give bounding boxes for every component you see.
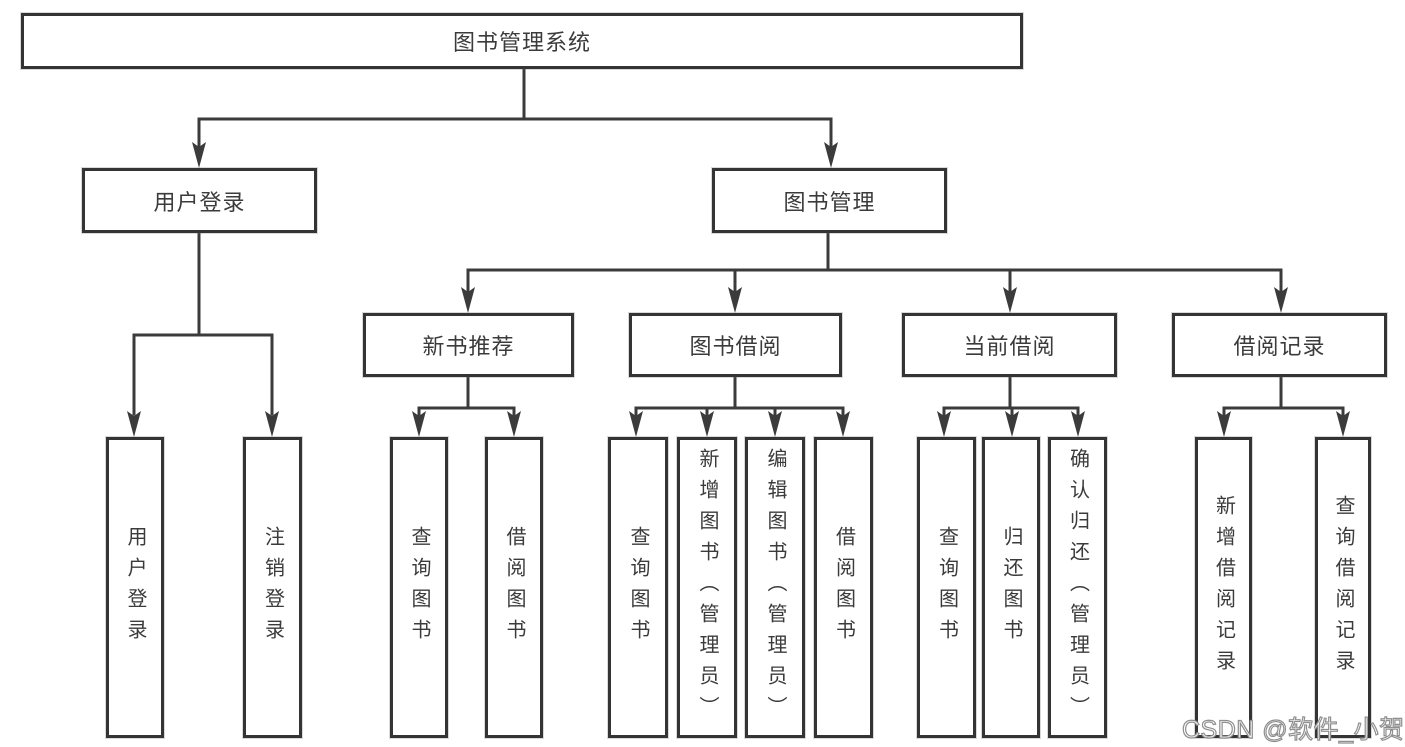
leaf-confirm-return-admin-label: 确认归还（管理员）: [1066, 448, 1089, 727]
leaf-logout-label: 注销登录: [261, 525, 284, 650]
leaf-add-borrow-record-label: 新增借阅记录: [1212, 494, 1235, 681]
node-user-login-label: 用户登录: [153, 189, 246, 215]
node-book-management-label: 图书管理: [783, 189, 876, 215]
leaf-borrow-books-recommend: 借阅图书: [485, 437, 543, 738]
leaf-borrow-books-borrowing-label: 借阅图书: [832, 525, 855, 650]
leaf-query-borrow-record-label: 查询借阅记录: [1332, 494, 1354, 681]
node-book-management: 图书管理: [712, 168, 947, 233]
node-borrowing-records-label: 借阅记录: [1233, 334, 1326, 359]
leaf-query-books-recommend-label: 查询图书: [408, 525, 430, 650]
leaf-edit-book-admin: 编辑图书（管理员）: [745, 437, 805, 738]
leaf-query-books-current-label: 查询图书: [935, 525, 958, 650]
leaf-borrow-books-borrowing: 借阅图书: [814, 437, 873, 738]
node-user-login: 用户登录: [82, 168, 317, 233]
leaf-user-login: 用户登录: [106, 437, 164, 738]
leaf-confirm-return-admin: 确认归还（管理员）: [1048, 437, 1107, 738]
node-root: 图书管理系统: [21, 13, 1023, 69]
leaf-add-book-admin: 新增图书（管理员）: [677, 437, 737, 738]
leaf-query-borrow-record: 查询借阅记录: [1315, 437, 1371, 738]
leaf-return-book-label: 归还图书: [1000, 525, 1022, 650]
leaf-query-books-borrowing: 查询图书: [608, 437, 668, 738]
leaf-user-login-label: 用户登录: [124, 525, 146, 650]
node-book-borrowing-label: 图书借阅: [689, 334, 782, 359]
leaf-add-book-admin-label: 新增图书（管理员）: [696, 448, 718, 727]
leaf-borrow-books-recommend-label: 借阅图书: [503, 525, 525, 650]
node-root-label: 图书管理系统: [452, 30, 591, 55]
leaf-edit-book-admin-label: 编辑图书（管理员）: [764, 448, 786, 727]
leaf-query-books-borrowing-label: 查询图书: [627, 525, 649, 650]
node-borrowing-records: 借阅记录: [1172, 313, 1387, 377]
node-current-borrowing-label: 当前借阅: [963, 334, 1056, 359]
node-current-borrowing: 当前借阅: [902, 313, 1117, 377]
leaf-logout: 注销登录: [243, 437, 302, 738]
node-new-book-recommendation: 新书推荐: [363, 313, 574, 377]
node-book-borrowing: 图书借阅: [629, 313, 842, 377]
leaf-query-books-recommend: 查询图书: [390, 437, 448, 738]
csdn-watermark: CSDN @软件_小贺同学: [1181, 715, 1405, 744]
leaf-query-books-current: 查询图书: [917, 437, 976, 738]
leaf-return-book: 归还图书: [982, 437, 1040, 738]
node-new-book-recommendation-label: 新书推荐: [422, 334, 515, 359]
leaf-add-borrow-record: 新增借阅记录: [1195, 437, 1252, 738]
